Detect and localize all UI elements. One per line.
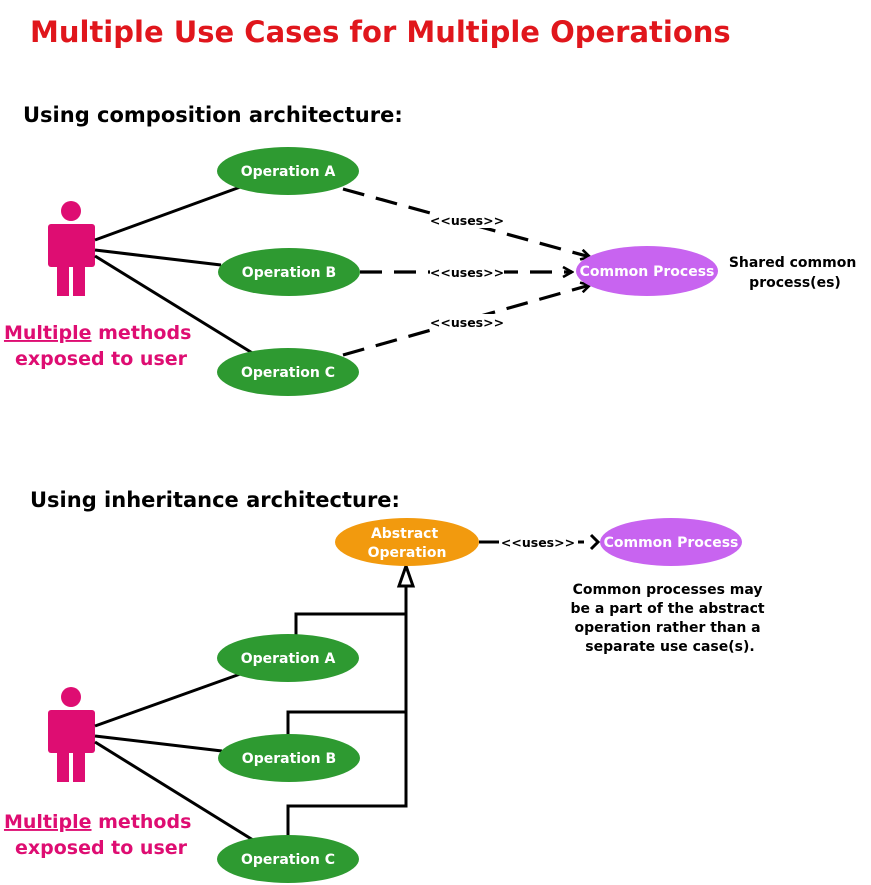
use-case-operation-b: Operation B (218, 248, 360, 296)
uses-label: <<uses>> (430, 213, 504, 228)
association-line (94, 254, 255, 356)
use-case-label: Operation A (241, 651, 336, 667)
use-case-abstract-operation: Abstract Operation (335, 518, 479, 566)
generalization-line (286, 710, 406, 738)
use-case-operation-c: Operation C (217, 348, 359, 396)
use-case-label: Operation B (242, 751, 336, 767)
use-case-common-process: Common Process (576, 246, 718, 296)
shared-process-note: Shared common process(es) (729, 255, 861, 291)
uses-dependency-line (342, 187, 590, 257)
common-process-note: Common processes may be a part of the ab… (571, 582, 770, 655)
uses-label: <<uses>> (430, 265, 504, 280)
use-case-label: Operation B (242, 265, 336, 281)
use-case-operation-b: Operation B (218, 734, 360, 782)
use-case-label: Operation A (241, 164, 336, 180)
page-title: Multiple Use Cases for Multiple Operatio… (30, 15, 731, 49)
association-line (94, 734, 223, 753)
generalization-line (286, 585, 408, 838)
use-case-label: Operation C (241, 365, 335, 381)
inheritance-heading: Using inheritance architecture: (30, 488, 400, 512)
generalization-line (294, 612, 406, 638)
actor-icon (48, 687, 95, 782)
uses-label: <<uses>> (501, 535, 575, 550)
uses-label: <<uses>> (430, 315, 504, 330)
uses-arrowhead (589, 533, 601, 551)
use-case-operation-c: Operation C (217, 835, 359, 883)
association-line (94, 248, 222, 267)
association-line (94, 184, 244, 242)
actor-icon (48, 201, 95, 296)
use-case-operation-a: Operation A (217, 634, 359, 682)
use-case-label: Common Process (604, 535, 739, 551)
use-case-label: Common Process (580, 264, 715, 280)
use-case-label: Operation C (241, 852, 335, 868)
use-case-common-process: Common Process (600, 518, 742, 566)
uses-dependency-line (342, 285, 590, 357)
actor-label: Multiple methods exposed to user (4, 322, 198, 370)
association-line (94, 740, 254, 842)
association-line (94, 671, 244, 728)
use-case-label: Abstract Operation (368, 526, 447, 561)
actor-label: Multiple methods exposed to user (4, 811, 198, 859)
use-case-operation-a: Operation A (217, 147, 359, 195)
generalization-arrowhead (396, 561, 416, 588)
composition-heading: Using composition architecture: (23, 103, 403, 127)
